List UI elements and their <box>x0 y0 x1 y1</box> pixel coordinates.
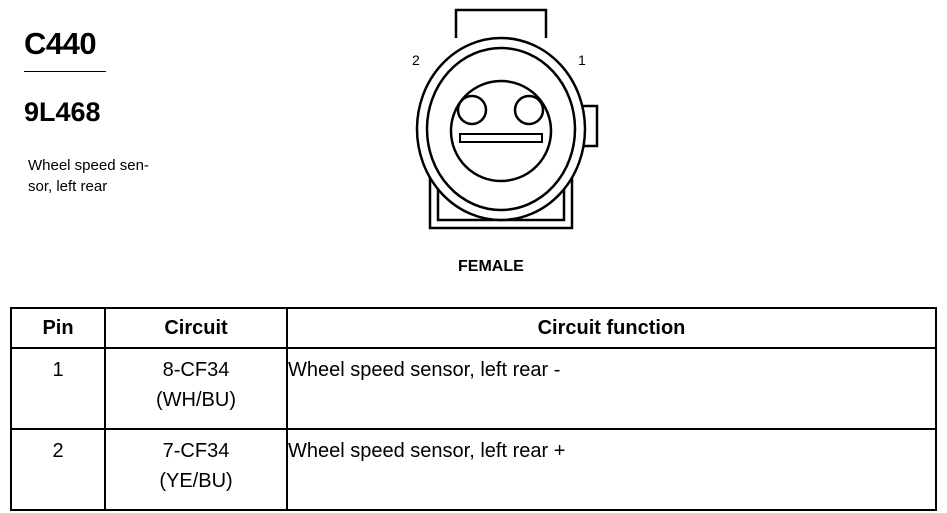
housing-base <box>428 161 574 230</box>
circuit-cell: 7-CF34 (YE/BU) <box>104 428 288 511</box>
circuit-cell: 8-CF34 (WH/BU) <box>104 347 288 430</box>
pin-label-1: 1 <box>578 52 586 68</box>
wire-color: (YE/BU) <box>159 470 233 492</box>
pin-label-2: 2 <box>412 52 420 68</box>
table-header-row: Pin Circuit Circuit function <box>10 307 937 349</box>
circuit-code: 8-CF34 <box>162 359 230 381</box>
connector-description: Wheel speed sen- sor, left rear <box>28 155 188 197</box>
pin-cell: 1 <box>10 347 106 430</box>
terminal-cavity-2 <box>456 94 488 126</box>
terminal-cavity-1 <box>513 94 545 126</box>
description-line-2: sor, left rear <box>28 178 108 195</box>
function-cell: Wheel speed sensor, left rear - <box>286 347 937 430</box>
pin-cell: 2 <box>10 428 106 511</box>
locator-bar <box>459 133 543 143</box>
table-row: 2 7-CF34 (YE/BU) Wheel speed sensor, lef… <box>10 428 937 511</box>
table-row: 1 8-CF34 (WH/BU) Wheel speed sensor, lef… <box>10 347 937 430</box>
wire-color: (WH/BU) <box>156 389 236 411</box>
header-circuit-function: Circuit function <box>286 307 937 349</box>
header-circuit: Circuit <box>104 307 288 349</box>
connector-gender: FEMALE <box>458 258 524 275</box>
title-rule <box>24 71 106 72</box>
side-key <box>578 104 599 148</box>
part-number: 9L468 <box>24 97 101 127</box>
connector-id: C440 <box>24 26 97 61</box>
pinout-table: Pin Circuit Circuit function 1 8-CF34 (W… <box>10 307 937 511</box>
function-cell: Wheel speed sensor, left rear + <box>286 428 937 511</box>
latch-tab <box>454 8 548 38</box>
circuit-code: 7-CF34 <box>162 440 230 462</box>
description-line-1: Wheel speed sen- <box>28 157 149 174</box>
connector-face-drawing <box>415 8 599 230</box>
header-pin: Pin <box>10 307 106 349</box>
inner-shell <box>425 46 577 212</box>
mating-face <box>449 79 553 183</box>
